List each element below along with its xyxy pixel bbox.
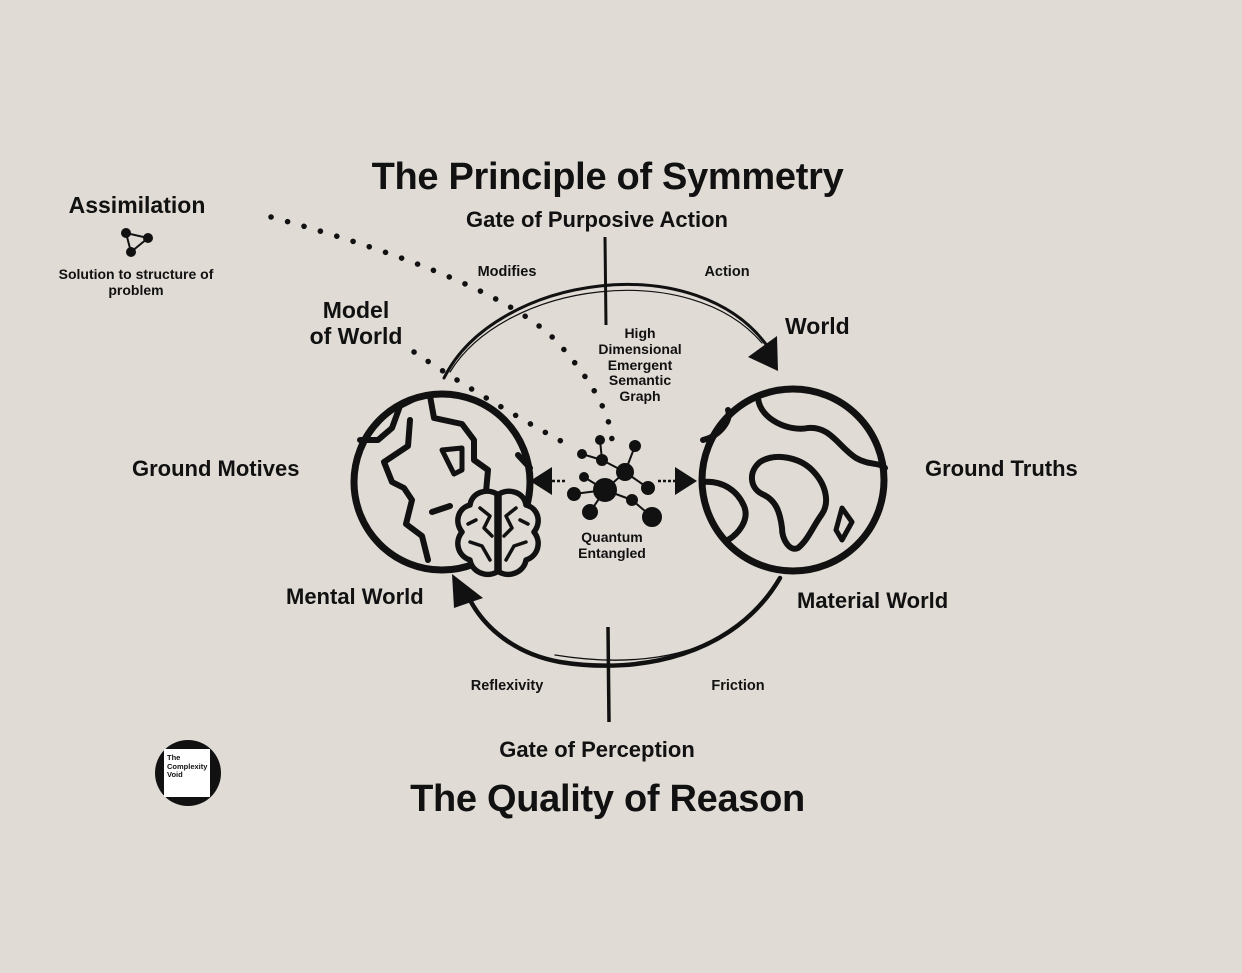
graph-label-5: Graph — [619, 388, 661, 404]
assimilation-caption-line2: problem — [108, 282, 164, 298]
quantum-label-line2: Entangled — [578, 545, 646, 561]
gate-bottom-label: Gate of Perception — [499, 737, 695, 762]
friction-label: Friction — [711, 678, 765, 694]
model-label-line1: Model — [322, 297, 390, 323]
network-graph-icon — [567, 435, 662, 527]
mental-world-label: Mental World — [286, 584, 424, 609]
dotted-paths — [268, 214, 615, 450]
assimilation-caption-line1: Solution to structure of — [58, 266, 214, 282]
left-arrowhead — [530, 467, 552, 495]
model-label-line2: of World — [309, 323, 403, 349]
modifies-label: Modifies — [477, 264, 537, 280]
top-arc — [442, 283, 772, 380]
material-world-label: Material World — [797, 588, 949, 613]
graph-label-4: Semantic — [608, 372, 672, 388]
logo-box — [164, 749, 210, 797]
mental-world-arrowhead — [452, 574, 483, 608]
world-arrowhead — [748, 336, 778, 371]
action-label: Action — [704, 264, 750, 280]
gate-bottom-tick — [606, 626, 611, 723]
gate-top-label: Gate of Purposive Action — [465, 207, 728, 232]
title-bottom: The Quality of Reason — [410, 778, 805, 820]
world-label: World — [785, 313, 850, 339]
quantum-label-line1: Quantum — [581, 529, 643, 545]
triangle-graph-icon — [121, 228, 153, 257]
ground-motives-label: Ground Motives — [132, 456, 300, 481]
title-top: The Principle of Symmetry — [371, 156, 844, 198]
logo-text: The Complexity Void — [167, 753, 208, 779]
assimilation-heading: Assimilation — [68, 192, 206, 218]
graph-label-3: Emergent — [607, 357, 673, 373]
globe-africa-icon — [698, 385, 888, 575]
right-arrowhead — [675, 467, 697, 495]
gate-top-tick — [603, 236, 608, 326]
reflexivity-label: Reflexivity — [470, 678, 544, 694]
globe-brain-icon — [350, 390, 541, 578]
graph-label-2: Dimensional — [598, 341, 682, 357]
ground-truths-label: Ground Truths — [925, 456, 1078, 481]
bottom-arc — [467, 575, 783, 668]
graph-label-1: High — [624, 325, 656, 341]
